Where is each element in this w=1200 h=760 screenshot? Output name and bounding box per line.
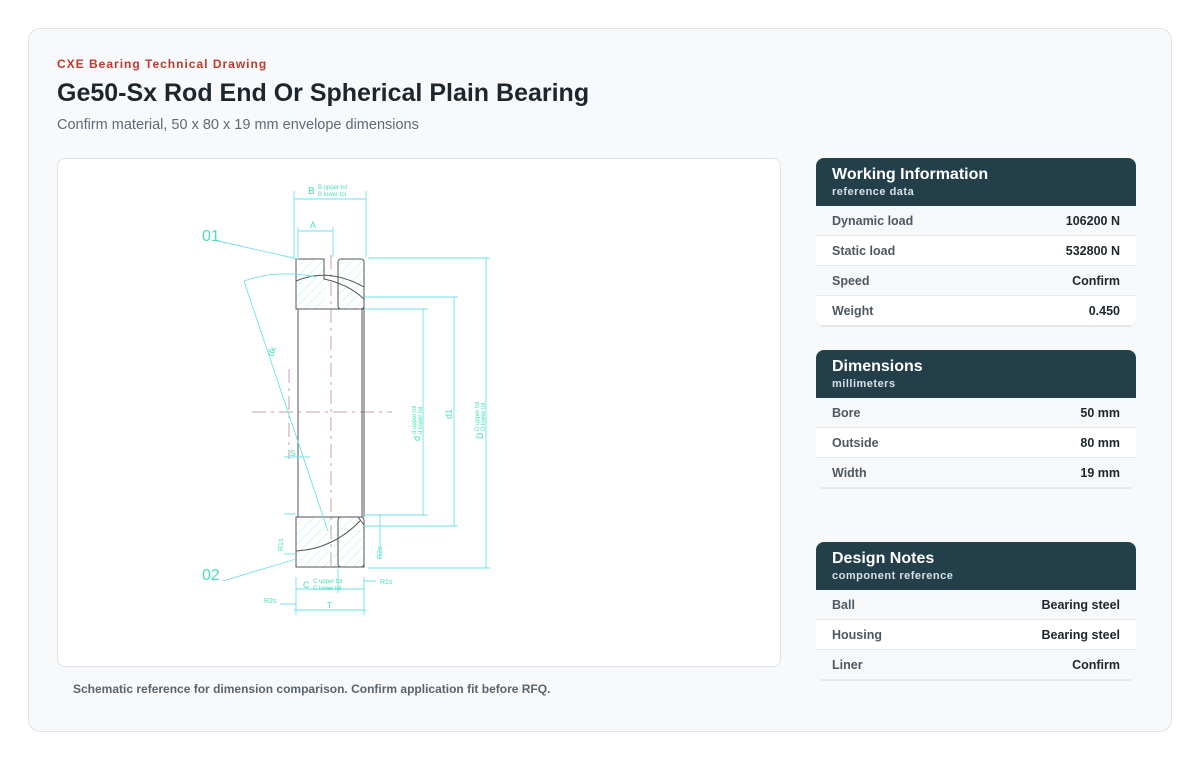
label-S: S xyxy=(290,449,295,458)
panel-subtitle: millimeters xyxy=(832,378,896,390)
label-R2s-right: R2s xyxy=(377,546,384,559)
spec-label: Weight xyxy=(832,303,874,318)
label-dk: dk xyxy=(265,345,278,358)
spec-value: 0.450 xyxy=(1088,303,1120,318)
panel-subtitle: reference data xyxy=(832,186,915,198)
label-d1: d1 xyxy=(444,409,454,419)
label-part2: 02 xyxy=(202,567,220,584)
label-D-upper: D upper tol xyxy=(475,402,481,431)
label-part1: 01 xyxy=(202,228,220,245)
spec-label: Ball xyxy=(832,597,855,612)
label-D: D xyxy=(475,432,485,439)
spec-label: Dynamic load xyxy=(832,213,914,228)
label-R2s-bottom: R2s xyxy=(264,598,277,605)
panel-title: Design Notes xyxy=(832,550,935,567)
top-outer-ring-hatch xyxy=(338,259,364,309)
spec-row: Liner Confirm xyxy=(816,650,1136,680)
spec-label: Housing xyxy=(832,627,882,642)
label-d-lower: d lower tol xyxy=(418,407,424,434)
dimension-rows: Bore 50 mm Outside 80 mm Width 19 mm xyxy=(816,398,1136,488)
spec-label: Width xyxy=(832,465,867,480)
panel-title: Dimensions xyxy=(832,358,923,375)
bottom-section xyxy=(295,516,365,568)
label-T: T xyxy=(327,601,332,610)
dimensions-panel: Dimensions millimeters Bore 50 mm Outside… xyxy=(816,350,1136,488)
working-rows: Dynamic load 106200 N Static load 532800 N… xyxy=(816,206,1136,326)
spec-value: Confirm xyxy=(1072,657,1120,672)
label-B-lower: B lower tol xyxy=(318,192,346,198)
label-B-upper: B upper tol xyxy=(318,185,347,191)
spec-row: Bore 50 mm xyxy=(816,398,1136,428)
spec-label: Speed xyxy=(832,273,870,288)
spec-value: 19 mm xyxy=(1080,465,1120,480)
spec-value: 106200 N xyxy=(1065,213,1120,228)
label-d-upper: d upper tol xyxy=(412,406,418,434)
label-A: A xyxy=(310,220,316,230)
spec-row: Weight 0.450 xyxy=(816,296,1136,326)
page-subtitle: Confirm material, 50 x 80 x 19 mm envelo… xyxy=(57,117,419,133)
spec-value: 80 mm xyxy=(1080,435,1120,450)
label-C-upper: C upper tol xyxy=(313,579,342,585)
label-C-lower: C lower tol xyxy=(313,586,341,592)
spec-row: Static load 532800 N xyxy=(816,236,1136,266)
top-outer-ring xyxy=(337,258,365,310)
panel-title: Working Information xyxy=(832,166,989,183)
spec-row: Speed Confirm xyxy=(816,266,1136,296)
drawing-caption: Schematic reference for dimension compar… xyxy=(73,682,551,696)
top-section xyxy=(295,258,365,310)
label-R1s-left: R1s xyxy=(278,538,285,551)
label-B: B xyxy=(308,186,315,197)
spec-value: 50 mm xyxy=(1080,405,1120,420)
working-information-panel: Working Information reference data Dynam… xyxy=(816,158,1136,326)
spec-row: Outside 80 mm xyxy=(816,428,1136,458)
bearing-drawing-svg: 01 02 B B upper tol B lower tol A dk d d… xyxy=(202,185,490,615)
dimension-lines xyxy=(217,191,490,615)
spec-row: Ball Bearing steel xyxy=(816,590,1136,620)
spec-label: Outside xyxy=(832,435,879,450)
label-C: C xyxy=(303,580,310,590)
bottom-sphere-arc xyxy=(295,520,361,552)
eyebrow: CXE Bearing Technical Drawing xyxy=(57,57,268,71)
spec-label: Liner xyxy=(832,657,863,672)
top-sphere-arc xyxy=(295,274,365,288)
spec-value: 532800 N xyxy=(1065,243,1120,258)
panel-subtitle: component reference xyxy=(832,570,954,582)
spec-row: Housing Bearing steel xyxy=(816,620,1136,650)
spec-label: Static load xyxy=(832,243,896,258)
page-title: Ge50-Sx Rod End Or Spherical Plain Beari… xyxy=(57,79,590,107)
label-D-lower: D lower tol xyxy=(481,403,487,431)
spec-row: Width 19 mm xyxy=(816,458,1136,488)
bottom-outer-ring xyxy=(337,516,365,568)
spec-value: Bearing steel xyxy=(1041,627,1120,642)
spec-row: Dynamic load 106200 N xyxy=(816,206,1136,236)
dimensions-header: Dimensions millimeters xyxy=(816,350,1136,398)
label-d: d xyxy=(412,436,422,441)
spec-label: Bore xyxy=(832,405,861,420)
working-information-header: Working Information reference data xyxy=(816,158,1136,206)
design-notes-header: Design Notes component reference xyxy=(816,542,1136,590)
spec-value: Bearing steel xyxy=(1041,597,1120,612)
top-inner-ring-hatch xyxy=(296,259,326,309)
technical-drawing: 01 02 B B upper tol B lower tol A dk d d… xyxy=(57,158,781,667)
content-card: CXE Bearing Technical Drawing Ge50-Sx Ro… xyxy=(28,28,1172,732)
label-R1s-bottom: R1s xyxy=(380,579,393,586)
bottom-hatch xyxy=(296,517,364,567)
spec-value: Confirm xyxy=(1072,273,1120,288)
